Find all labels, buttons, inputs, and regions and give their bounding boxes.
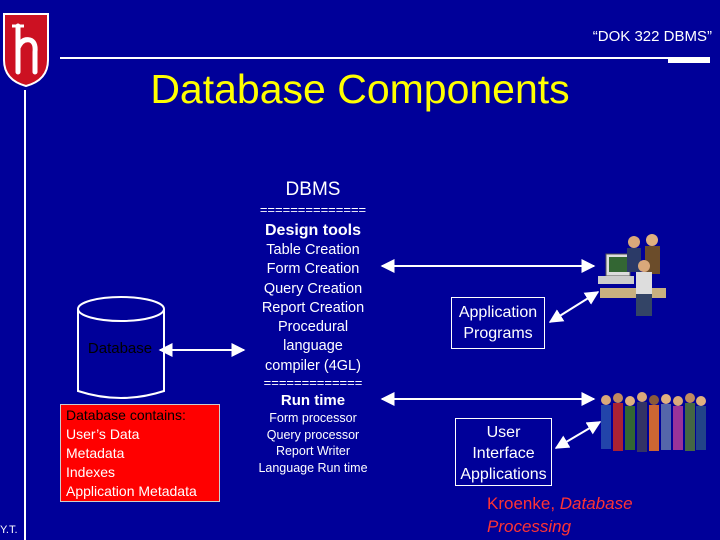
ui-line: Applications xyxy=(460,466,547,483)
database-contents-box: Database contains: User’s Data Metadata … xyxy=(60,404,220,502)
app-to-office-arrow xyxy=(548,291,600,323)
user-interface-box: User Interface Applications xyxy=(455,418,552,486)
left-rule xyxy=(24,90,26,540)
run-item: Query processor xyxy=(266,427,360,442)
top-rule xyxy=(60,57,710,59)
run-item: Form processor xyxy=(269,411,357,426)
database-contents-heading: Database contains: xyxy=(66,407,186,423)
run-time-heading: Run time xyxy=(280,392,346,410)
contents-item: Indexes xyxy=(66,464,116,480)
university-logo-icon xyxy=(3,13,49,88)
credit-book-title: Processing xyxy=(487,517,572,536)
design-tools-heading: Design tools xyxy=(264,222,361,239)
database-label: Database xyxy=(87,340,153,357)
contents-item: Metadata xyxy=(66,445,125,461)
database-cylinder-icon xyxy=(77,296,165,399)
ui-to-crowd-arrow xyxy=(554,421,602,449)
run-item: Language Run time xyxy=(258,460,368,475)
contents-item: Application Metadata xyxy=(66,483,197,499)
app-programs-line: Programs xyxy=(463,325,533,342)
design-item: language xyxy=(283,338,343,355)
application-programs-box: Application Programs xyxy=(451,297,545,349)
app-programs-line: Application xyxy=(458,304,538,321)
footer-initials: Y.T. xyxy=(0,524,18,536)
contents-item: User’s Data xyxy=(66,426,140,442)
course-code: “DOK 322 DBMS” xyxy=(592,28,712,45)
dbms-column: DBMS ============== Design tools Table C… xyxy=(246,175,380,476)
design-item: Query Creation xyxy=(263,280,363,297)
page-title: Database Components xyxy=(150,66,570,112)
design-item: Table Creation xyxy=(266,242,360,258)
design-item: Form Creation xyxy=(266,261,360,278)
run-item: Report Writer xyxy=(275,444,351,459)
office-workers-icon xyxy=(598,234,666,316)
design-item: compiler (4GL) xyxy=(265,357,361,374)
separator: ============== xyxy=(259,203,367,217)
credit: Kroenke, Database Processing xyxy=(487,492,633,538)
dbms-heading: DBMS xyxy=(285,179,341,200)
credit-author: Kroenke, xyxy=(487,494,560,513)
design-item: Procedural xyxy=(277,319,349,336)
separator: ============= xyxy=(263,376,363,391)
top-rule-tab xyxy=(668,57,710,63)
credit-book-title: Database xyxy=(559,494,633,513)
ui-line: Interface xyxy=(472,445,535,462)
ui-line: User xyxy=(486,424,521,441)
people-crowd-icon xyxy=(601,392,706,452)
design-item: Report Creation xyxy=(261,299,365,316)
